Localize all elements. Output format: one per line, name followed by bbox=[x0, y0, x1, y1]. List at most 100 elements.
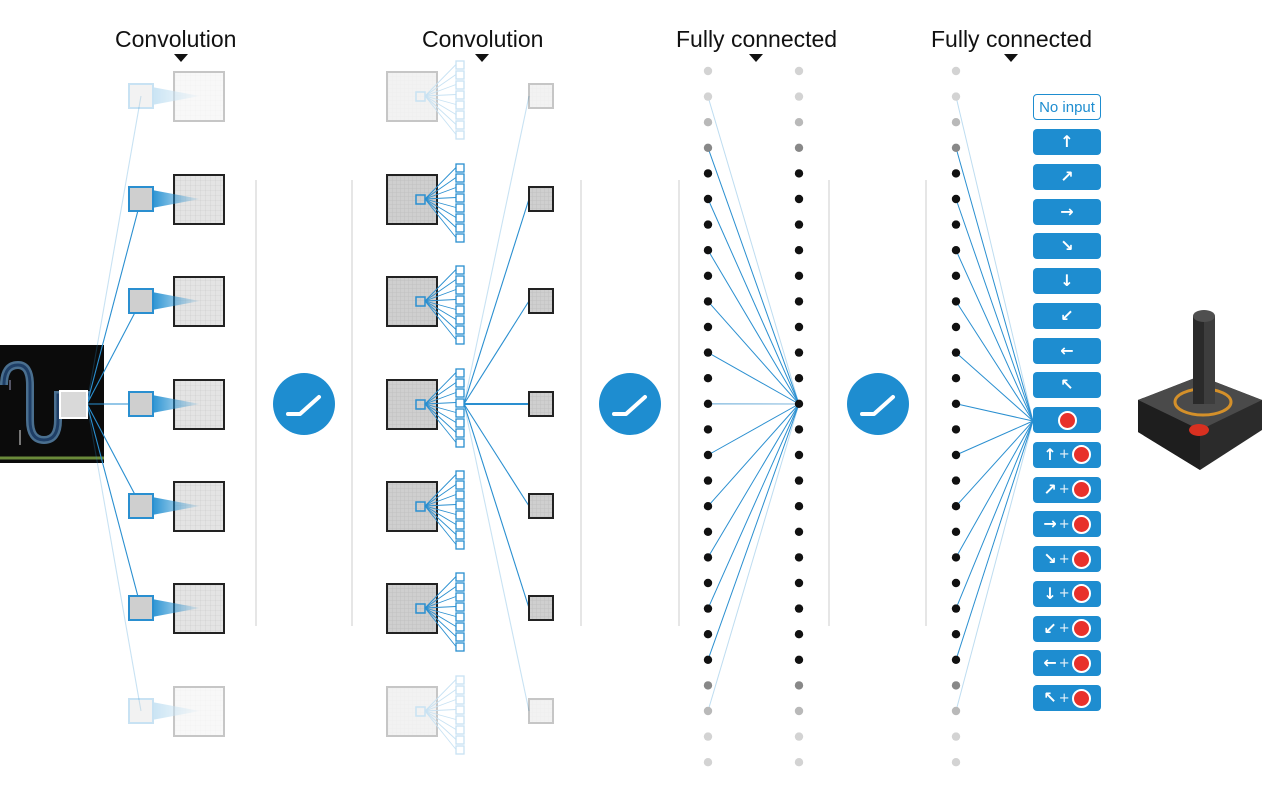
conv2-kernel-link bbox=[424, 596, 457, 609]
action-right-button[interactable]: → bbox=[1033, 198, 1101, 225]
conv2-kernel-cell bbox=[455, 408, 465, 418]
conv1-dropdown-icon[interactable] bbox=[174, 54, 188, 62]
fc1-output-node bbox=[794, 502, 804, 511]
conv2-kernel-cell bbox=[455, 110, 465, 120]
conv2-kernel-link bbox=[424, 607, 457, 627]
conv2-kernel-link bbox=[424, 505, 457, 515]
fc2-node bbox=[951, 706, 961, 716]
fc2-connection bbox=[955, 249, 1034, 422]
fc2-node bbox=[951, 527, 961, 536]
conv2-kernel-cell bbox=[455, 120, 465, 130]
conv2-patch bbox=[415, 706, 426, 717]
up-arrow-icon: ↑ bbox=[1043, 444, 1057, 464]
fc1-output-node bbox=[794, 118, 804, 127]
plus-sign: + bbox=[1058, 621, 1070, 636]
fc1-input-node bbox=[703, 246, 713, 255]
conv2-title: Convolution bbox=[422, 26, 544, 52]
conv2-kernel-cell bbox=[455, 130, 465, 140]
right-arrow-icon: → bbox=[1043, 514, 1057, 534]
fc1-dropdown-icon[interactable] bbox=[749, 54, 763, 62]
conv1-unit bbox=[128, 71, 225, 122]
conv1-filter-beam bbox=[152, 599, 200, 617]
conv2-kernel-cell bbox=[455, 70, 465, 80]
action-up-right-fire-button[interactable]: ↗+ bbox=[1033, 476, 1101, 503]
action-up-left-button[interactable]: ↖ bbox=[1033, 372, 1101, 399]
conv2-kernel-link bbox=[424, 403, 457, 423]
conv2-kernel-link bbox=[424, 197, 457, 200]
fc1-output-node bbox=[794, 271, 804, 280]
action-left-button[interactable]: ← bbox=[1033, 337, 1101, 364]
fc1-connection bbox=[707, 403, 800, 558]
conv2-kernel-cell bbox=[455, 203, 465, 213]
action-down-button[interactable]: ↓ bbox=[1033, 268, 1101, 294]
conv2-kernel-cell bbox=[455, 60, 465, 70]
down-arrow-icon: ↓ bbox=[1060, 271, 1074, 290]
fc1-output-node bbox=[794, 758, 804, 767]
conv2-input-map bbox=[386, 174, 438, 225]
action-down-right-fire-button[interactable]: ↘+ bbox=[1033, 546, 1101, 572]
fc1-input-node bbox=[703, 399, 713, 408]
action-fire-button[interactable] bbox=[1033, 407, 1101, 433]
action-up-button[interactable]: ↑ bbox=[1033, 129, 1101, 155]
fc1-connection bbox=[707, 96, 800, 405]
conv2-connection bbox=[463, 403, 530, 507]
fc1-output-node bbox=[794, 297, 804, 306]
conv2-kernel-cell bbox=[455, 642, 465, 652]
no-input-button[interactable]: No input bbox=[1033, 94, 1101, 120]
conv2-kernel-link bbox=[424, 403, 457, 433]
conv2-dropdown-icon[interactable] bbox=[475, 54, 489, 62]
layer-separators bbox=[255, 180, 927, 626]
conv2-kernel-cell bbox=[455, 428, 465, 438]
conv2-kernel-cell bbox=[455, 480, 465, 490]
conv2-kernel-cell bbox=[455, 622, 465, 632]
conv2-kernel-cell bbox=[455, 100, 465, 110]
action-down-right-button[interactable]: ↘ bbox=[1033, 233, 1101, 260]
conv2-kernel-cell bbox=[455, 612, 465, 622]
action-up-fire-button[interactable]: ↑+ bbox=[1033, 441, 1101, 468]
conv2-kernel-cell bbox=[455, 582, 465, 592]
conv1-filter-beam bbox=[152, 395, 200, 413]
conv2-kernel-cell bbox=[455, 685, 465, 695]
fc2-connection bbox=[955, 198, 1034, 422]
conv2-kernel-cell bbox=[455, 325, 465, 335]
action-left-fire-button[interactable]: ←+ bbox=[1033, 650, 1101, 677]
conv1-connection bbox=[86, 403, 142, 712]
action-down-fire-button[interactable]: ↓+ bbox=[1033, 580, 1101, 607]
conv2-kernel-link bbox=[424, 505, 457, 535]
conv2-kernel-link bbox=[424, 710, 457, 750]
conv2-kernel-link bbox=[424, 403, 457, 443]
conv2-kernel-cell bbox=[455, 490, 465, 500]
fc2-node bbox=[951, 118, 961, 127]
left-arrow-icon: ← bbox=[1060, 340, 1074, 360]
fc1-input-node bbox=[703, 578, 713, 588]
fc1-input-node bbox=[703, 476, 713, 485]
conv2-connections bbox=[463, 95, 530, 712]
conv2-kernel-link bbox=[424, 74, 457, 97]
fc1-output-node bbox=[794, 706, 804, 716]
fc1-input-node bbox=[703, 706, 713, 716]
fc1-input-node bbox=[703, 450, 713, 460]
conv2-kernel-cell bbox=[455, 285, 465, 295]
conv2-kernel-link bbox=[424, 403, 457, 413]
fc2-node bbox=[951, 630, 961, 639]
fc2-node bbox=[951, 92, 961, 101]
conv2-kernel-link bbox=[424, 710, 457, 730]
conv1-unit bbox=[128, 379, 225, 430]
fc1-input-node bbox=[703, 92, 713, 101]
conv2-kernel-cell bbox=[455, 295, 465, 305]
fc1-output-node bbox=[794, 527, 804, 536]
conv2-unit bbox=[386, 163, 554, 243]
action-up-left-fire-button[interactable]: ↖+ bbox=[1033, 685, 1101, 711]
conv2-kernel-link bbox=[424, 607, 457, 647]
action-down-left-fire-button[interactable]: ↙+ bbox=[1033, 615, 1101, 642]
conv2-kernel-link bbox=[424, 95, 457, 105]
down-left-arrow-icon: ↙ bbox=[1060, 305, 1074, 325]
fc1-output-node bbox=[794, 66, 804, 76]
action-down-left-button[interactable]: ↙ bbox=[1033, 302, 1101, 329]
fc2-dropdown-icon[interactable] bbox=[1004, 54, 1018, 62]
action-up-right-button[interactable]: ↗ bbox=[1033, 163, 1101, 190]
fc2-node bbox=[951, 66, 961, 76]
fc2-node bbox=[951, 194, 961, 204]
action-right-fire-button[interactable]: →+ bbox=[1033, 511, 1101, 538]
